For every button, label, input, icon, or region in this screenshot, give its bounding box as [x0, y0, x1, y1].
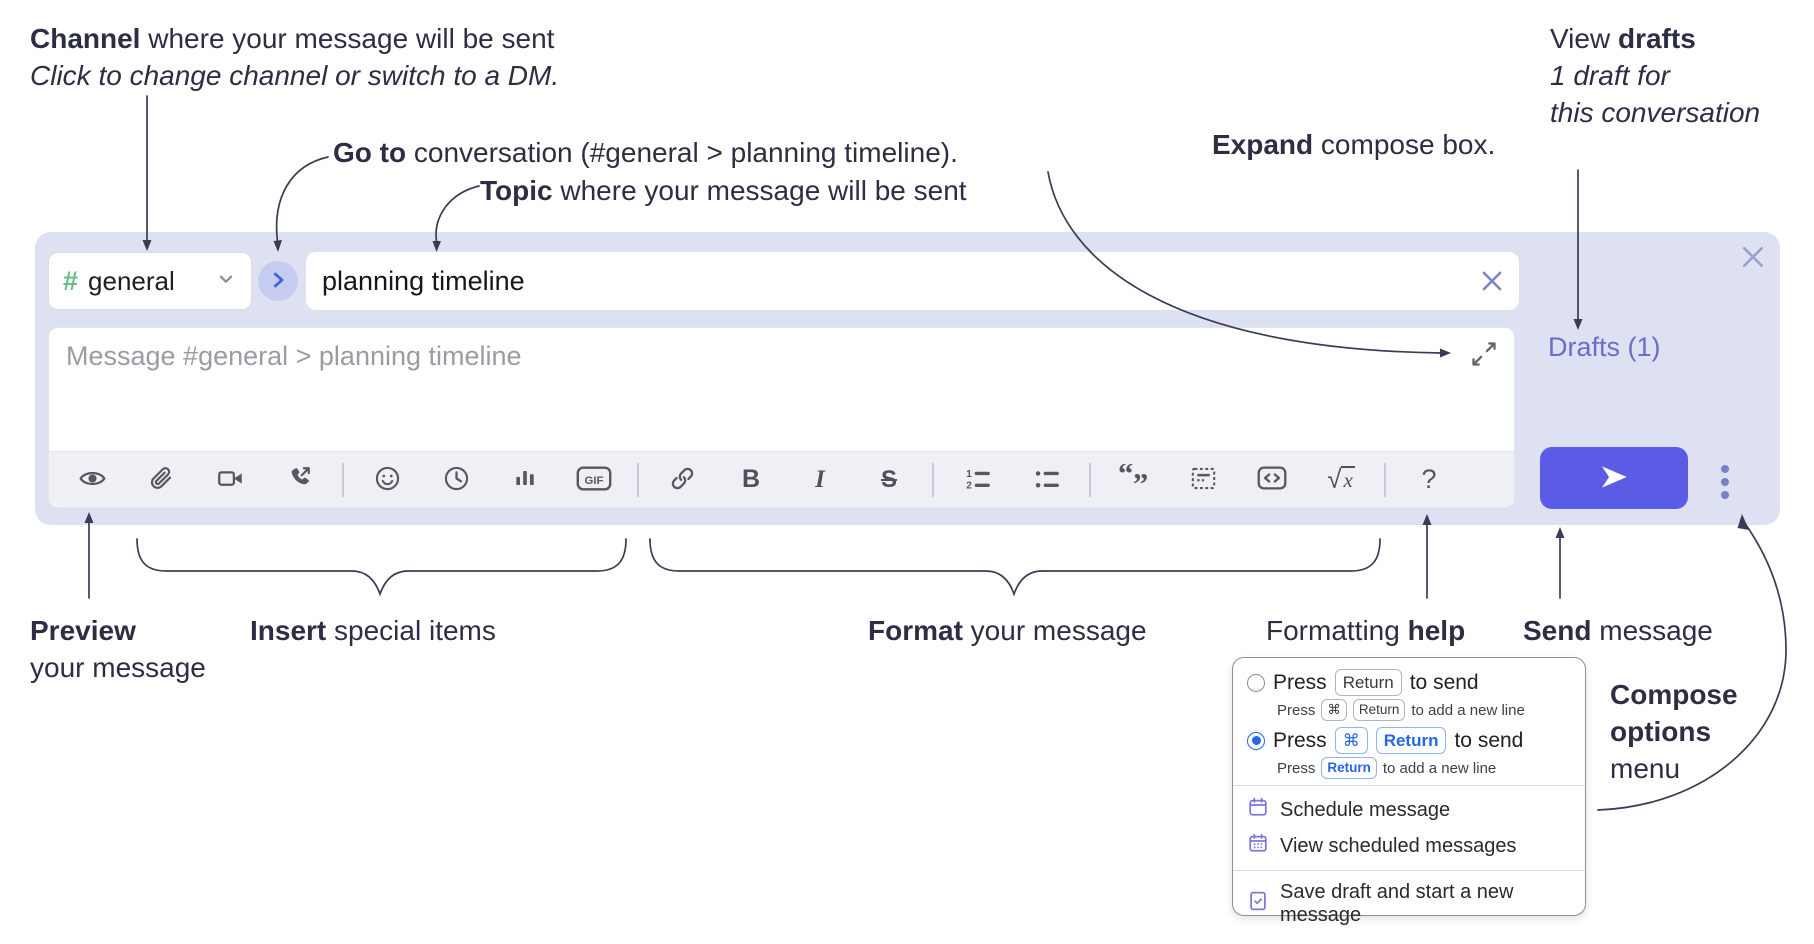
channel-selector[interactable]: # general [48, 252, 252, 310]
annotation-preview: Preview your message [30, 615, 206, 683]
option-cmd-return-to-send-hint: Press Return to add a new line [1277, 757, 1571, 779]
option-return-to-send[interactable]: Press Return to send [1247, 669, 1571, 696]
svg-text:“: “ [1118, 464, 1133, 491]
toolbar-divider [637, 462, 639, 497]
menu-item-save-draft[interactable]: Save draft and start a new message [1247, 877, 1571, 931]
send-icon [1597, 460, 1631, 497]
expand-compose-button[interactable] [1470, 340, 1498, 368]
annotation-format: Format your message [868, 615, 1147, 646]
drafts-link[interactable]: Drafts (1) [1548, 332, 1661, 362]
emoji-button[interactable] [356, 458, 418, 502]
kebab-dot [1721, 491, 1729, 499]
link-icon [669, 465, 696, 495]
kebab-dot [1721, 465, 1729, 473]
close-icon [1477, 271, 1507, 299]
bar-chart-icon [512, 465, 538, 494]
toolbar-divider [1384, 462, 1386, 497]
question-mark-icon: ? [1421, 464, 1437, 494]
gif-button[interactable]: GIF [563, 458, 625, 502]
bold-button[interactable]: B [720, 458, 782, 502]
clock-icon [443, 465, 470, 495]
italic-button[interactable]: I [789, 458, 851, 502]
global-time-button[interactable] [425, 458, 487, 502]
send-button[interactable] [1540, 447, 1688, 509]
attach-file-button[interactable] [130, 458, 192, 502]
calendar-grid-icon [1247, 832, 1269, 860]
option-cmd-return-to-send[interactable]: Press ⌘ Return to send [1247, 727, 1571, 754]
document-check-icon [1247, 890, 1269, 918]
annotation-insert: Insert special items [250, 615, 496, 646]
topic-input[interactable] [306, 252, 1519, 310]
toolbar-divider [932, 462, 934, 497]
menu-divider [1233, 870, 1585, 871]
svg-text:1: 1 [966, 468, 972, 479]
bulleted-list-button[interactable] [1015, 458, 1077, 502]
message-box: Message #general > planning timeline GIF… [48, 327, 1515, 508]
annotation-formatting-help: Formatting help [1266, 615, 1466, 646]
message-input[interactable]: Message #general > planning timeline [66, 341, 522, 371]
video-camera-icon [217, 465, 244, 495]
svg-text:”: ” [1133, 467, 1148, 492]
strikethrough-button[interactable]: S [858, 458, 920, 502]
toolbar-divider [342, 462, 344, 497]
compose-box: # general Message #genera [35, 232, 1780, 525]
bold-icon: B [741, 465, 761, 493]
channel-name: general [88, 265, 175, 296]
spoiler-button[interactable] [1172, 458, 1234, 502]
chevron-down-icon [215, 268, 237, 295]
bulleted-list-icon [1033, 465, 1060, 495]
math-icon: √x [1327, 464, 1355, 495]
menu-divider [1233, 785, 1585, 786]
clear-topic-button[interactable] [1477, 266, 1507, 296]
menu-item-view-scheduled-messages[interactable]: View scheduled messages [1247, 828, 1571, 864]
calendar-icon [1247, 796, 1269, 824]
code-button[interactable] [1241, 458, 1303, 502]
close-icon [1738, 247, 1768, 275]
paperclip-icon [148, 465, 174, 494]
close-compose-button[interactable] [1738, 242, 1768, 272]
formatting-help-button[interactable]: ? [1398, 458, 1460, 502]
option-return-to-send-hint: Press ⌘ Return to add a new line [1277, 699, 1571, 721]
svg-text:2: 2 [966, 480, 972, 491]
svg-text:GIF: GIF [585, 474, 604, 486]
math-button[interactable]: √x [1310, 458, 1372, 502]
toolbar-divider [1089, 462, 1091, 497]
link-button[interactable] [651, 458, 713, 502]
video-call-button[interactable] [199, 458, 261, 502]
chevron-right-icon [267, 269, 289, 294]
italic-icon: I [815, 466, 825, 493]
audio-call-button[interactable] [268, 458, 330, 502]
preview-button[interactable] [61, 458, 123, 502]
annotation-send: Send message [1523, 615, 1713, 646]
phone-call-icon [286, 465, 312, 494]
annotation-compose-options: Compose options menu [1610, 679, 1738, 784]
go-to-conversation-button[interactable] [258, 261, 298, 301]
spoiler-icon [1190, 465, 1217, 495]
annotation-goto: Go to conversation (#general > planning … [333, 137, 958, 168]
compose-options-menu-button[interactable] [1705, 456, 1745, 508]
strikethrough-icon: S [880, 465, 897, 493]
radio-unselected[interactable] [1247, 673, 1265, 692]
eye-icon [78, 465, 106, 495]
quote-button[interactable]: “” [1103, 457, 1165, 502]
compose-options-menu: Press Return to send Press ⌘ Return to a… [1232, 657, 1586, 926]
poll-button[interactable] [494, 458, 556, 502]
topic-field-wrap [306, 252, 1519, 310]
annotation-topic: Topic where your message will be sent [480, 175, 967, 206]
gif-icon: GIF [576, 464, 612, 496]
channel-hash-icon: # [63, 265, 79, 296]
radio-selected[interactable] [1247, 731, 1265, 750]
annotation-expand: Expand compose box. [1212, 129, 1496, 160]
annotation-channel: Channel where your message will be sent … [30, 23, 560, 91]
annotation-view-drafts: View drafts 1 draft for this conversatio… [1550, 23, 1761, 128]
expand-icon [1470, 342, 1498, 371]
menu-item-schedule-message[interactable]: Schedule message [1247, 792, 1571, 828]
code-icon [1257, 464, 1287, 495]
quote-icon: “” [1118, 457, 1150, 501]
smiley-icon [374, 465, 401, 495]
kebab-dot [1721, 478, 1729, 486]
